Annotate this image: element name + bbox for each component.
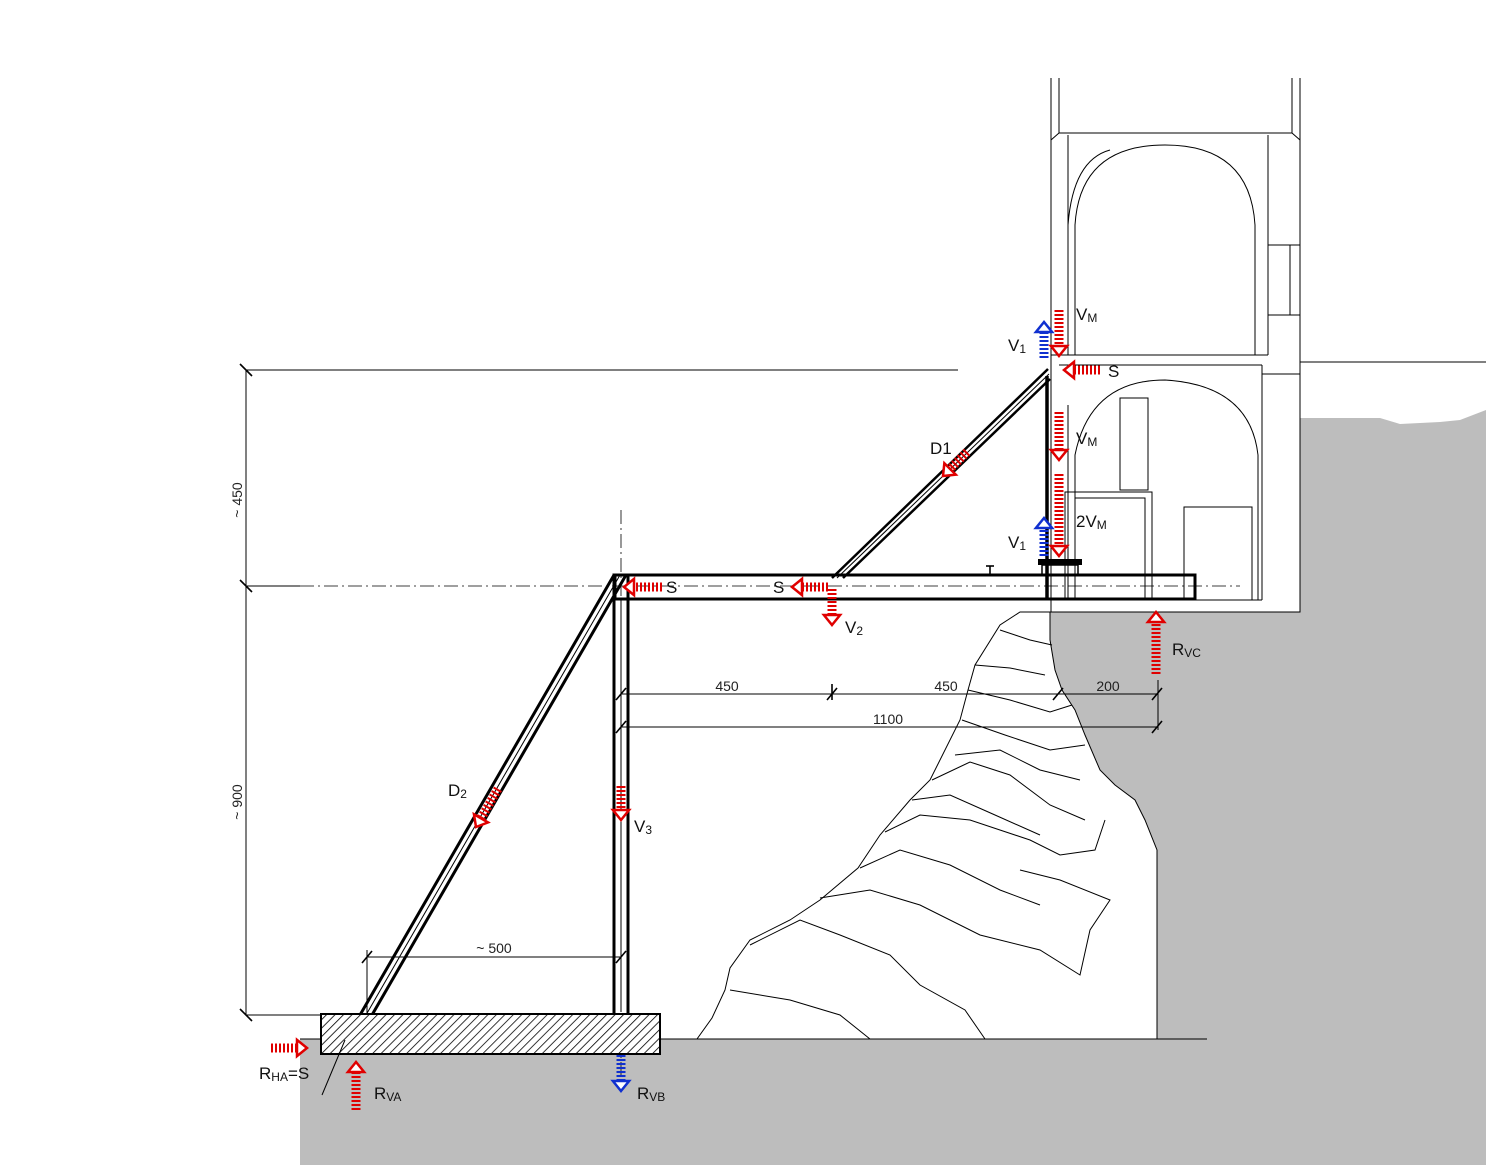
label-vm-mid: VM xyxy=(1076,429,1097,449)
arrow-d2 xyxy=(472,786,502,829)
dim-span-1: 450 xyxy=(715,678,739,694)
arrow-d1 xyxy=(941,448,971,478)
label-d1: D1 xyxy=(930,439,952,458)
dim-span-total: 1100 xyxy=(873,711,903,727)
dimensions: ~ 450 ~ 900 450 450 200 1100 ~ 500 xyxy=(229,363,1163,1022)
label-s-left: S xyxy=(666,578,677,597)
label-v3: V3 xyxy=(634,817,652,837)
arrow-rva xyxy=(345,1060,367,1110)
dim-h-top: ~ 450 xyxy=(229,482,245,518)
arrow-v3 xyxy=(610,786,632,822)
footing xyxy=(320,1013,661,1055)
label-2vm: 2VM xyxy=(1076,512,1107,532)
ground-upper xyxy=(1050,410,1486,1039)
label-rva: RVA xyxy=(374,1084,401,1104)
arrow-s-mid xyxy=(790,576,828,598)
arrow-rvb xyxy=(610,1055,632,1093)
labels: VM V1 S D1 VM 2VM V1 S S V2 RVC D2 V3 RH… xyxy=(259,305,1201,1104)
arrow-v2 xyxy=(821,589,843,627)
ground xyxy=(300,410,1486,1165)
force-arrows xyxy=(271,310,1167,1110)
arrow-2vm xyxy=(1048,474,1070,558)
arrow-rha xyxy=(271,1037,309,1059)
arrow-s-left xyxy=(622,576,662,598)
label-rha: RHA=S xyxy=(259,1064,309,1084)
label-v1-top: V1 xyxy=(1008,336,1026,356)
label-v1-mid: V1 xyxy=(1008,533,1026,553)
dim-base: ~ 500 xyxy=(476,940,512,956)
label-rvb: RVB xyxy=(637,1084,665,1104)
arrow-vm-mid xyxy=(1048,412,1070,462)
beam xyxy=(613,573,1197,601)
diagonal-d1 xyxy=(831,368,1049,579)
frame xyxy=(320,368,1197,1096)
ground-lower xyxy=(300,1039,1486,1165)
dim-span-2: 450 xyxy=(934,678,958,694)
label-s-top: S xyxy=(1108,362,1119,381)
dim-span-3: 200 xyxy=(1096,678,1120,694)
label-vm-top: VM xyxy=(1076,305,1097,325)
dim-h-bottom: ~ 900 xyxy=(229,784,245,820)
label-d2: D2 xyxy=(448,781,467,801)
arrow-rvc xyxy=(1145,610,1167,674)
arrow-v1-top xyxy=(1033,320,1055,358)
label-s-mid: S xyxy=(773,578,784,597)
diagonal-d2 xyxy=(358,574,616,1016)
label-v2: V2 xyxy=(845,618,863,638)
arrow-s-top xyxy=(1062,359,1100,381)
label-rvc: RVC xyxy=(1172,640,1201,660)
arrow-v1-mid xyxy=(1033,516,1055,556)
arrow-vm-top xyxy=(1048,310,1070,358)
